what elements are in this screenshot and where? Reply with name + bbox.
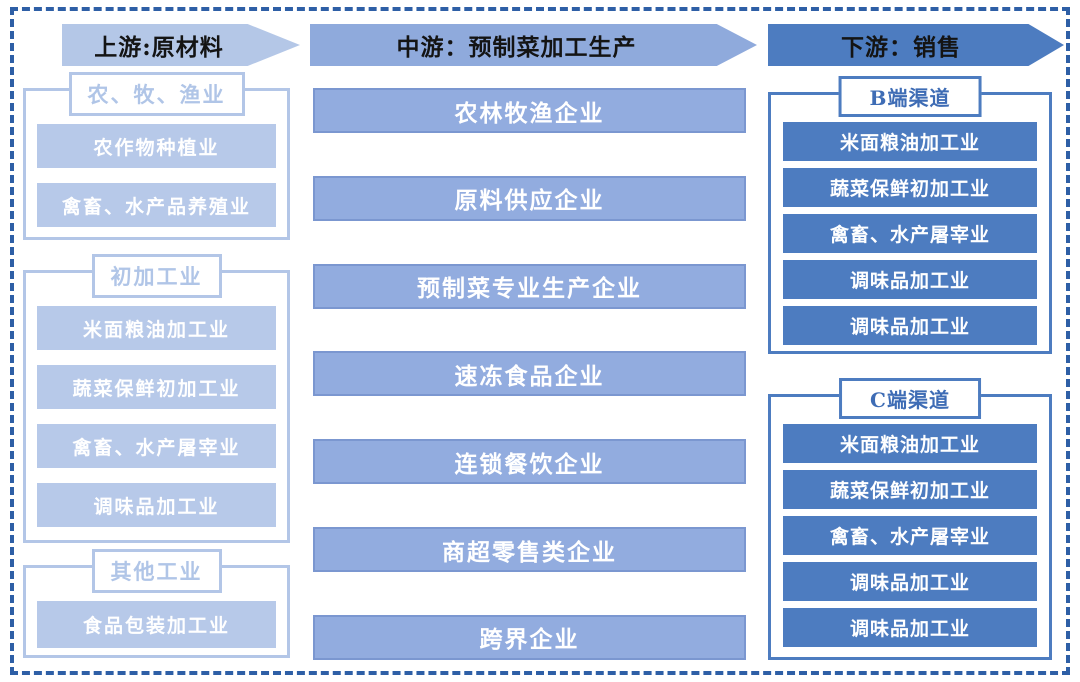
midstream-item: 速冻食品企业 <box>313 351 746 397</box>
upstream-stage-label: 上游:原材料 <box>94 34 224 61</box>
midstream-item: 农林牧渔企业 <box>313 88 746 133</box>
downstream-item: 蔬菜保鲜初加工业 <box>783 168 1037 207</box>
group-agriculture-title: 农、牧、渔业 <box>68 72 245 116</box>
midstream-item: 连锁餐饮企业 <box>313 439 746 485</box>
downstream-stage-arrow: 下游：销售 <box>768 24 1064 66</box>
downstream-item: 调味品加工业 <box>783 608 1037 647</box>
group-b-channel-title: B端渠道 <box>838 76 982 117</box>
downstream-item: 禽畜、水产屠宰业 <box>783 516 1037 555</box>
downstream-item: 蔬菜保鲜初加工业 <box>783 470 1037 509</box>
midstream-stage-label: 中游：预制菜加工生产 <box>396 34 637 61</box>
downstream-stage-label: 下游：销售 <box>841 34 961 61</box>
downstream-item: 调味品加工业 <box>783 306 1037 345</box>
upstream-item: 禽畜、水产品养殖业 <box>37 183 276 227</box>
upstream-item: 蔬菜保鲜初加工业 <box>37 365 276 409</box>
group-c-channel-title: C端渠道 <box>839 378 981 419</box>
upstream-item: 食品包装加工业 <box>37 601 276 648</box>
group-primary-processing: 初加工业 米面粮油加工业 蔬菜保鲜初加工业 禽畜、水产屠宰业 调味品加工业 <box>23 254 290 543</box>
upstream-item: 禽畜、水产屠宰业 <box>37 424 276 468</box>
downstream-item: 米面粮油加工业 <box>783 424 1037 463</box>
midstream-item: 跨界企业 <box>313 614 746 660</box>
downstream-item: 调味品加工业 <box>783 260 1037 299</box>
upstream-item: 农作物种植业 <box>37 124 276 168</box>
midstream-column: 农林牧渔企业 原料供应企业 预制菜专业生产企业 速冻食品企业 连锁餐饮企业 商超… <box>313 88 746 660</box>
group-c-channel: C端渠道 米面粮油加工业 蔬菜保鲜初加工业 禽畜、水产屠宰业 调味品加工业 调味… <box>768 378 1052 660</box>
group-b-channel: B端渠道 米面粮油加工业 蔬菜保鲜初加工业 禽畜、水产屠宰业 调味品加工业 调味… <box>768 76 1052 354</box>
downstream-item: 禽畜、水产屠宰业 <box>783 214 1037 253</box>
downstream-item: 米面粮油加工业 <box>783 122 1037 161</box>
midstream-stage-arrow: 中游：预制菜加工生产 <box>310 24 757 66</box>
group-other-industry-title: 其他工业 <box>91 549 222 593</box>
upstream-item: 米面粮油加工业 <box>37 306 276 350</box>
group-agriculture: 农、牧、渔业 农作物种植业 禽畜、水产品养殖业 <box>23 72 290 240</box>
upstream-stage-arrow: 上游:原材料 <box>62 24 300 66</box>
group-primary-processing-title: 初加工业 <box>91 254 222 298</box>
downstream-item: 调味品加工业 <box>783 562 1037 601</box>
upstream-item: 调味品加工业 <box>37 483 276 527</box>
midstream-item: 预制菜专业生产企业 <box>313 263 746 309</box>
midstream-item: 原料供应企业 <box>313 175 746 221</box>
group-other-industry: 其他工业 食品包装加工业 <box>23 549 290 658</box>
midstream-item: 商超零售类企业 <box>313 527 746 573</box>
